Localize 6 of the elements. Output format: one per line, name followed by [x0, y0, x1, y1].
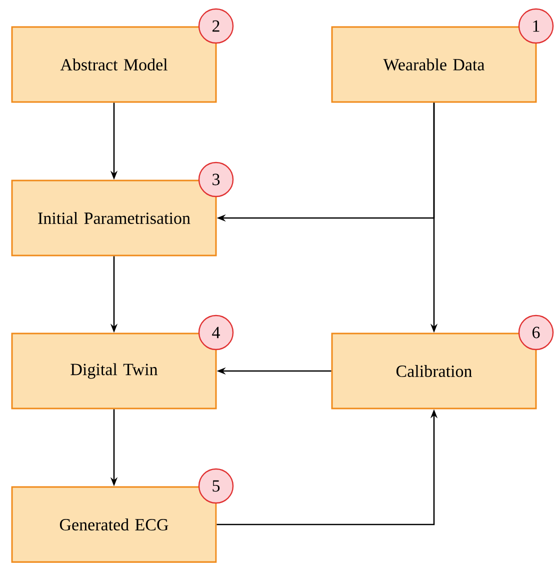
- number-badge: 4: [198, 314, 234, 350]
- number-badge: 5: [198, 468, 234, 504]
- number-badge: 1: [518, 8, 554, 44]
- number-badge: 6: [518, 314, 554, 350]
- number-badge: 2: [198, 8, 234, 44]
- number-badge: 3: [198, 162, 234, 198]
